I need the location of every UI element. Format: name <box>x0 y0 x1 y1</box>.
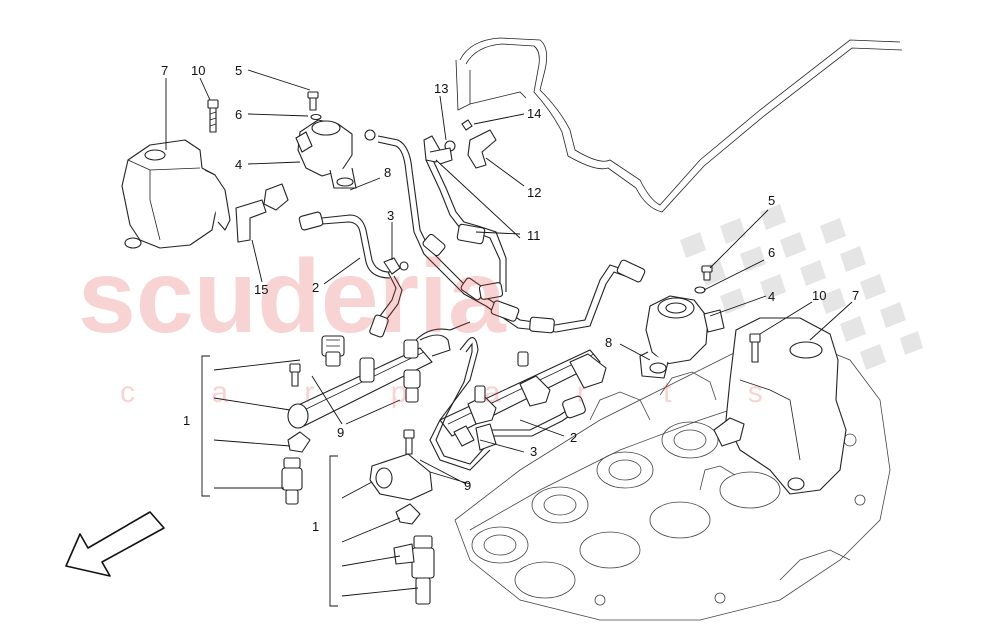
fuel-pipe-upper-left <box>298 211 403 338</box>
group-bracket-left <box>201 355 210 497</box>
fitting-bracket-top <box>423 119 497 169</box>
fuel-pipe-branch <box>425 157 507 300</box>
bracket <box>235 183 289 243</box>
callout-seal-right: 8 <box>605 335 612 350</box>
callout-bolt-right: 5 <box>768 193 775 208</box>
fitting-upper <box>383 257 409 275</box>
injector-left <box>281 431 311 505</box>
fitting-lower <box>453 425 475 447</box>
callout-washer-top: 6 <box>235 107 242 122</box>
checkered-flag-watermark <box>680 204 923 370</box>
callout-pipe-lower: 2 <box>570 430 577 445</box>
callout-fitting-upper: 3 <box>387 208 394 223</box>
callout-injector-group-right: 1 <box>312 519 319 534</box>
watermark: scuderia c a r p a r t s <box>78 239 797 409</box>
pump-cover-left <box>121 139 231 249</box>
fuel-rail-left <box>287 321 471 429</box>
watermark-subtitle: c a r p a r t s <box>120 376 797 409</box>
callout-seal-left: 8 <box>384 165 391 180</box>
fuel-pump-left <box>295 119 376 189</box>
callout-pipe-11: 11 <box>527 228 541 243</box>
callout-bolt-top: 5 <box>235 63 242 78</box>
callout-rail-left: 9 <box>337 425 344 440</box>
group-bracket-right <box>329 455 338 607</box>
background-hose-top <box>455 37 903 213</box>
leader-lines <box>165 69 853 597</box>
callout-injector-group-left: 1 <box>183 413 190 428</box>
callout-pipe-upper: 2 <box>312 280 319 295</box>
bolt-top <box>307 91 322 121</box>
watermark-brand: scuderia <box>78 239 507 355</box>
callout-bolt-cover-right: 10 <box>812 288 826 303</box>
rail-bolt-left <box>289 363 301 387</box>
fuel-pump-right <box>639 295 725 379</box>
bolt-left <box>207 99 219 133</box>
callout-fitting-lower: 3 <box>530 444 537 459</box>
pressure-sensor-left <box>321 335 345 367</box>
callout-pump-left: 4 <box>235 157 242 172</box>
callout-bracket: 15 <box>254 282 268 297</box>
pump-cover-right <box>713 317 847 495</box>
callout-bracket-12: 12 <box>527 185 541 200</box>
callout-fitting-13: 13 <box>434 81 448 96</box>
callout-pump-right: 4 <box>768 289 775 304</box>
callout-labels: 7 10 5 6 4 8 3 2 15 13 14 12 11 5 6 4 10… <box>161 63 859 534</box>
fuel-rail-right <box>439 349 607 437</box>
callout-fitting-14: 14 <box>527 106 541 121</box>
bolt-right <box>694 265 713 294</box>
injector-right-group <box>369 429 435 605</box>
callout-cover-left: 7 <box>161 63 168 78</box>
callout-washer-right: 6 <box>768 245 775 260</box>
fuel-pipe-center <box>377 135 646 334</box>
callout-rail-right: 9 <box>464 478 471 493</box>
fuel-pipe-lower <box>429 337 586 471</box>
pressure-sensor-right <box>403 369 421 403</box>
callout-cover-right: 7 <box>852 288 859 303</box>
callout-bolt-left: 10 <box>191 63 205 78</box>
direction-arrow-icon <box>65 511 165 577</box>
